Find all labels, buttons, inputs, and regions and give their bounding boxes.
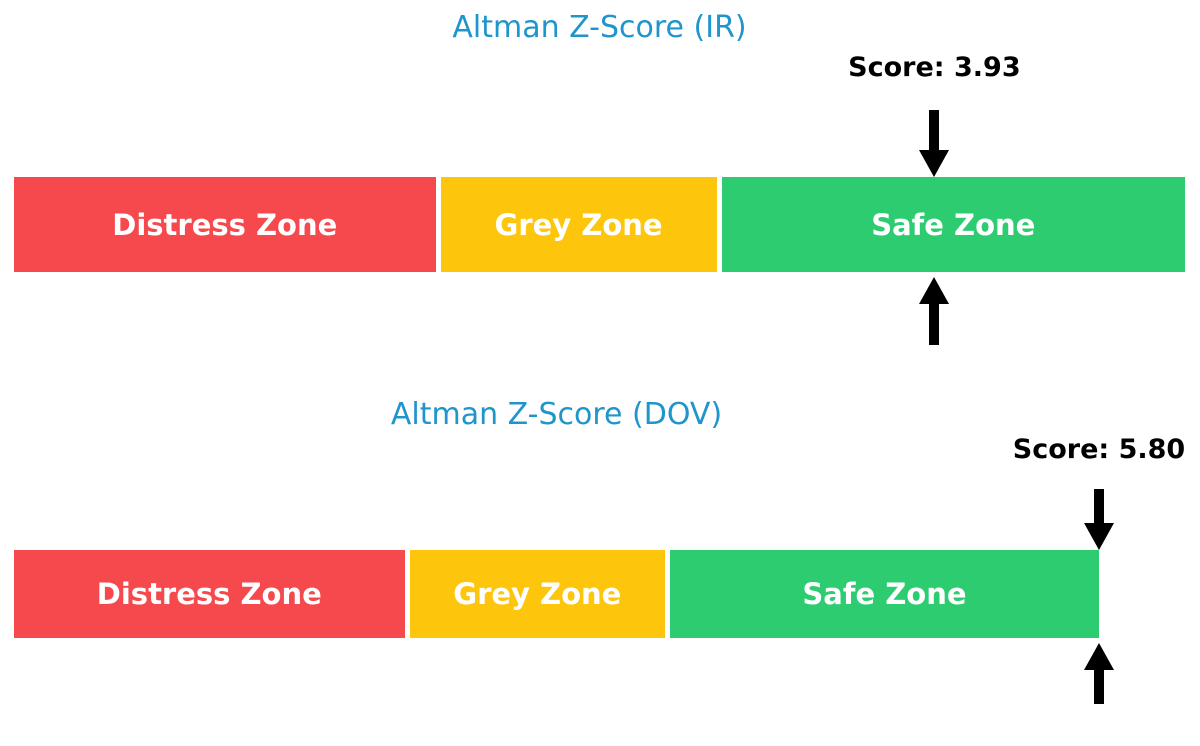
zone-label: Grey Zone bbox=[453, 577, 622, 611]
safe-zone-segment: Safe Zone bbox=[716, 177, 1185, 272]
distress-zone-segment: Distress Zone bbox=[14, 177, 436, 272]
arrow-stem bbox=[929, 110, 940, 151]
arrow-head bbox=[919, 150, 950, 177]
zone-label: Safe Zone bbox=[871, 207, 1036, 242]
down-arrow-wrap-dov bbox=[14, 489, 1114, 550]
arrow-stem bbox=[1094, 669, 1104, 704]
distress-zone-segment: Distress Zone bbox=[14, 550, 405, 638]
arrow-stem bbox=[1094, 489, 1104, 524]
zone-label: Grey Zone bbox=[494, 207, 663, 242]
down-arrow-wrap-ir bbox=[14, 110, 1185, 177]
arrow-head bbox=[919, 277, 950, 304]
score-value-label: Score: 3.93 bbox=[848, 52, 1021, 83]
safe-zone-segment: Safe Zone bbox=[664, 550, 1099, 638]
zone-bar-dov: Distress Zone Grey Zone Safe Zone bbox=[14, 550, 1099, 638]
up-arrow-wrap-dov bbox=[14, 643, 1114, 704]
arrow-stem bbox=[929, 303, 940, 345]
arrow-head bbox=[1084, 523, 1114, 550]
grey-zone-segment: Grey Zone bbox=[435, 177, 717, 272]
zone-label: Safe Zone bbox=[802, 577, 967, 611]
zone-label: Distress Zone bbox=[96, 577, 322, 611]
down-arrow-icon bbox=[1084, 489, 1114, 550]
up-arrow-icon bbox=[1084, 643, 1114, 704]
up-arrow-icon bbox=[919, 277, 950, 345]
chart-title-ir: Altman Z-Score (IR) bbox=[452, 10, 747, 45]
down-arrow-icon bbox=[919, 110, 950, 177]
score-value-label: Score: 5.80 bbox=[1012, 434, 1186, 465]
arrow-head bbox=[1084, 643, 1114, 670]
chart-title-dov: Altman Z-Score (DOV) bbox=[390, 397, 723, 432]
score-annotation-wrap-ir: Score: 3.93 bbox=[14, 52, 1185, 88]
grey-zone-segment: Grey Zone bbox=[404, 550, 665, 638]
zone-bar-ir: Distress Zone Grey Zone Safe Zone bbox=[14, 177, 1185, 272]
score-annotation-wrap-dov: Score: 5.80 bbox=[14, 434, 1185, 470]
up-arrow-wrap-ir bbox=[14, 277, 1185, 345]
zone-label: Distress Zone bbox=[112, 207, 338, 242]
